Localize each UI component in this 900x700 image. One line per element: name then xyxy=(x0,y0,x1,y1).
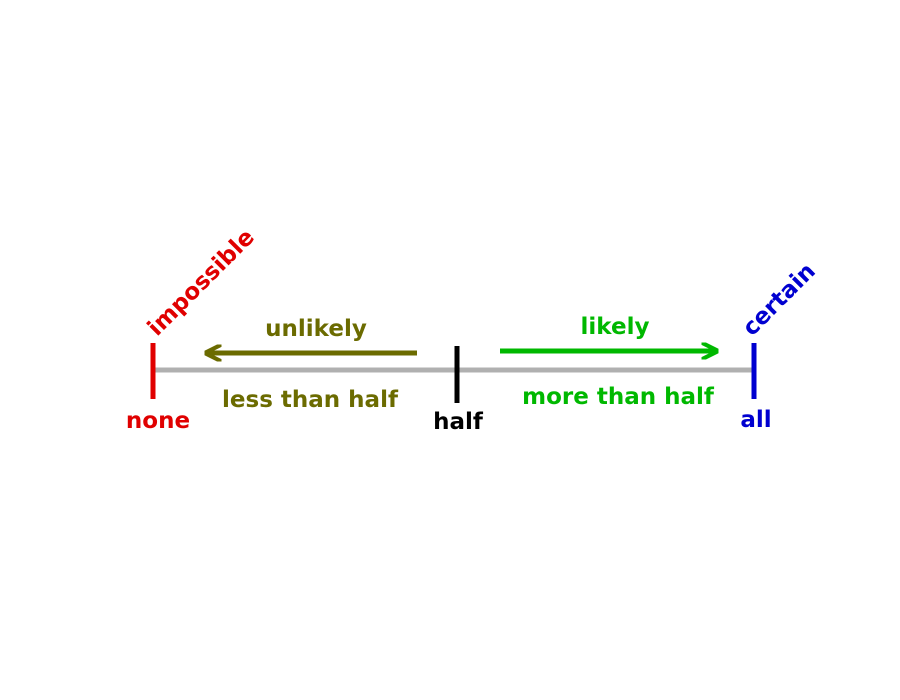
certain-label: certain xyxy=(738,258,821,341)
more-than-half-label: more than half xyxy=(522,384,715,410)
likely-label: likely xyxy=(581,314,650,340)
impossible-label: impossible xyxy=(143,224,260,341)
none-label: none xyxy=(126,408,190,434)
less-than-half-label: less than half xyxy=(222,387,399,413)
half-label: half xyxy=(433,409,484,435)
unlikely-label: unlikely xyxy=(265,316,367,342)
all-label: all xyxy=(740,407,771,433)
